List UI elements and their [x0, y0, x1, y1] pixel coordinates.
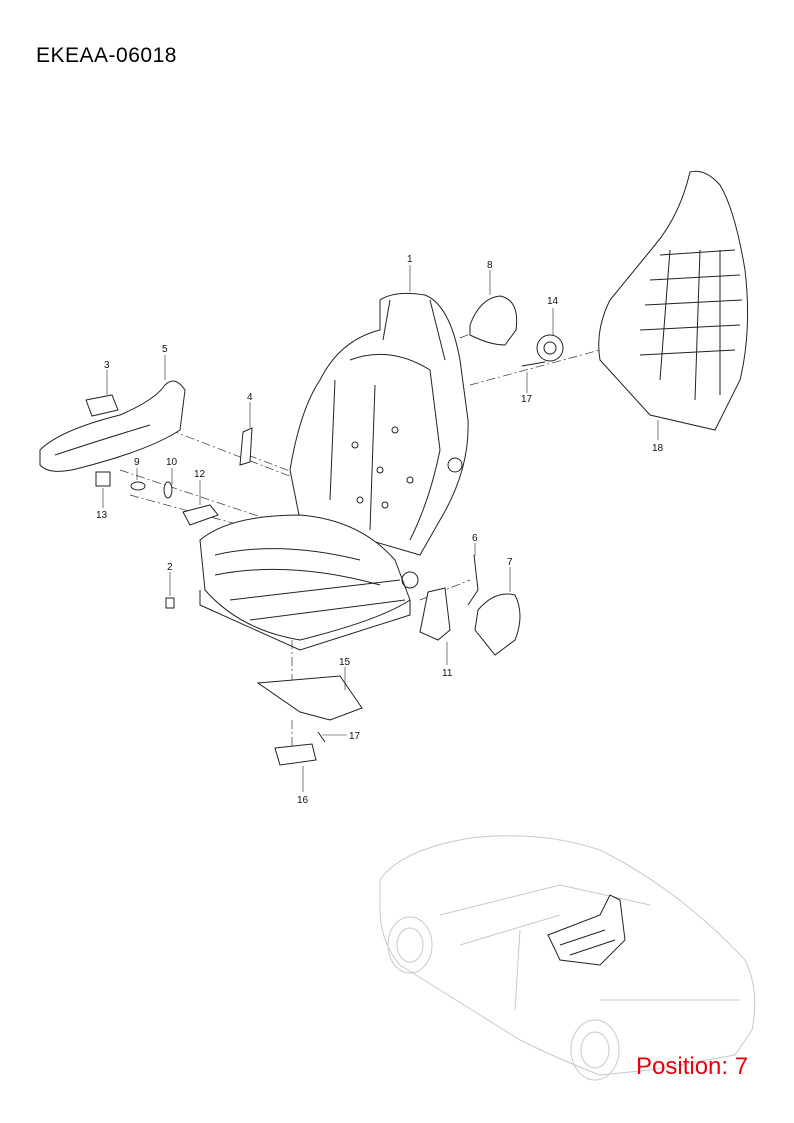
- callout-4: 4: [247, 392, 253, 403]
- callout-labels: 1 2 3 4 5 6 7 8 9 10 11 12 13 14 15 16 1…: [96, 254, 664, 806]
- callout-12: 12: [194, 469, 206, 480]
- callout-7: 7: [507, 557, 513, 568]
- callout-17-upper: 17: [521, 394, 533, 405]
- position-label: Position: 7: [636, 1053, 749, 1080]
- callout-9: 9: [134, 457, 140, 468]
- part-4: [239, 427, 253, 466]
- part-16-bracket: [274, 743, 317, 766]
- callout-2: 2: [167, 562, 173, 573]
- part-11-seatbelt-buckle: [419, 587, 451, 641]
- part-17-pin-upper: [521, 361, 546, 367]
- callout-5: 5: [162, 344, 168, 355]
- part-15-panel: [256, 675, 363, 721]
- document-code: EKEAA-06018: [36, 44, 177, 67]
- highlighted-seat-icon: [547, 894, 626, 966]
- leader-lines: [102, 265, 659, 792]
- part-2-bolt: [165, 597, 175, 609]
- callout-8: 8: [487, 260, 493, 271]
- part-17-pin-lower: [317, 731, 326, 743]
- callout-6: 6: [472, 533, 478, 544]
- callout-11: 11: [442, 668, 453, 679]
- callout-15: 15: [339, 657, 351, 668]
- part-3-bracket: [85, 394, 119, 417]
- callout-18: 18: [652, 443, 664, 454]
- callout-10: 10: [166, 457, 178, 468]
- callout-1: 1: [407, 254, 413, 265]
- callout-13: 13: [96, 510, 108, 521]
- part-18-back-panel: [598, 170, 749, 431]
- part-8: [469, 295, 518, 346]
- callout-17-lower: 17: [349, 731, 361, 742]
- part-6: [467, 554, 479, 606]
- part-7: [474, 593, 521, 656]
- callout-16: 16: [297, 795, 309, 806]
- seat-assembly: [199, 292, 469, 651]
- callout-3: 3: [104, 360, 110, 371]
- callout-14: 14: [547, 296, 559, 307]
- vehicle-locator-illustration: [379, 835, 756, 1081]
- part-5-side-trim: [39, 380, 186, 472]
- small-parts-left: [95, 471, 219, 526]
- part-14-speaker: [536, 334, 564, 362]
